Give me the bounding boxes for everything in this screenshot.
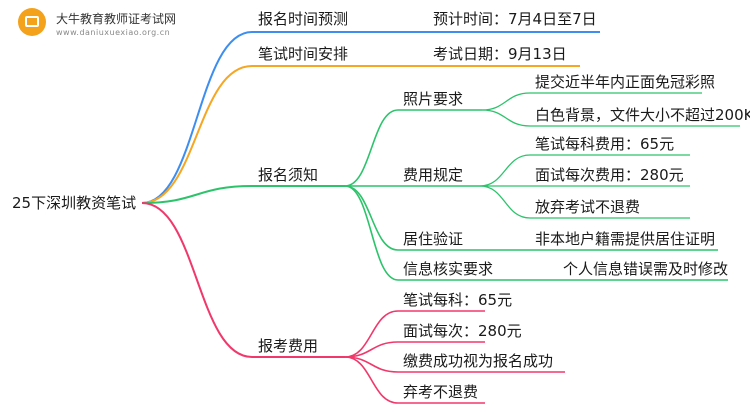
exam-time-detail: 考试日期：9月13日 [433, 45, 567, 63]
edge-branch3-residence [344, 185, 399, 251]
edge-fee-item-4 [344, 356, 399, 404]
edge-fee-item3 [479, 185, 531, 219]
branch-signup-notes: 报名须知 [258, 166, 319, 184]
edge-branch3-photo [344, 109, 399, 187]
edge-photo-item2 [481, 109, 531, 127]
branch-signup-time: 报名时间预测 [258, 10, 349, 28]
fee-item: 面试每次费用：280元 [535, 166, 684, 184]
exam-fee-item: 笔试每科：65元 [403, 291, 513, 309]
photo-item: 白色背景，文件大小不超过200K [535, 106, 750, 124]
photo-item: 提交近半年内正面免冠彩照 [535, 73, 716, 91]
node-fee-rules: 费用规定 [403, 166, 464, 184]
brand-name: 大牛教育教师证考试网 [56, 12, 177, 26]
root-node: 25下深圳教资笔试 [12, 194, 137, 212]
info-detail: 个人信息错误需及时修改 [563, 260, 729, 278]
signup-time-detail: 预计时间：7月4日至7日 [433, 10, 597, 28]
node-info-verification: 信息核实要求 [403, 260, 494, 278]
edge-root-branch4 [141, 202, 253, 358]
edge-root-branch1 [141, 31, 253, 204]
edge-root-branch2 [141, 65, 253, 204]
edge-photo-item1 [481, 92, 531, 111]
edge-root-branch3 [141, 185, 253, 204]
fee-item: 笔试每科费用：65元 [535, 135, 675, 153]
brand-url: www.daniuxuexiao.org.cn [56, 28, 171, 37]
edge-fee-item1 [479, 154, 531, 187]
exam-fee-item: 弃考不退费 [403, 383, 479, 401]
residence-detail: 非本地户籍需提供居住证明 [535, 230, 716, 248]
branch-exam-time: 笔试时间安排 [258, 45, 349, 63]
node-photo-requirements: 照片要求 [403, 90, 464, 108]
book-icon [18, 8, 46, 36]
node-residence-check: 居住验证 [403, 230, 464, 248]
exam-fee-item: 缴费成功视为报名成功 [403, 352, 554, 370]
branch-exam-fees: 报考费用 [258, 337, 319, 355]
edge-branch3-info [344, 185, 399, 281]
exam-fee-item: 面试每次：280元 [403, 322, 522, 340]
fee-item: 放弃考试不退费 [535, 198, 641, 216]
edge-fee-item-1 [344, 310, 399, 358]
brand-logo: 大牛教育教师证考试网 www.daniuxuexiao.org.cn [8, 6, 258, 46]
